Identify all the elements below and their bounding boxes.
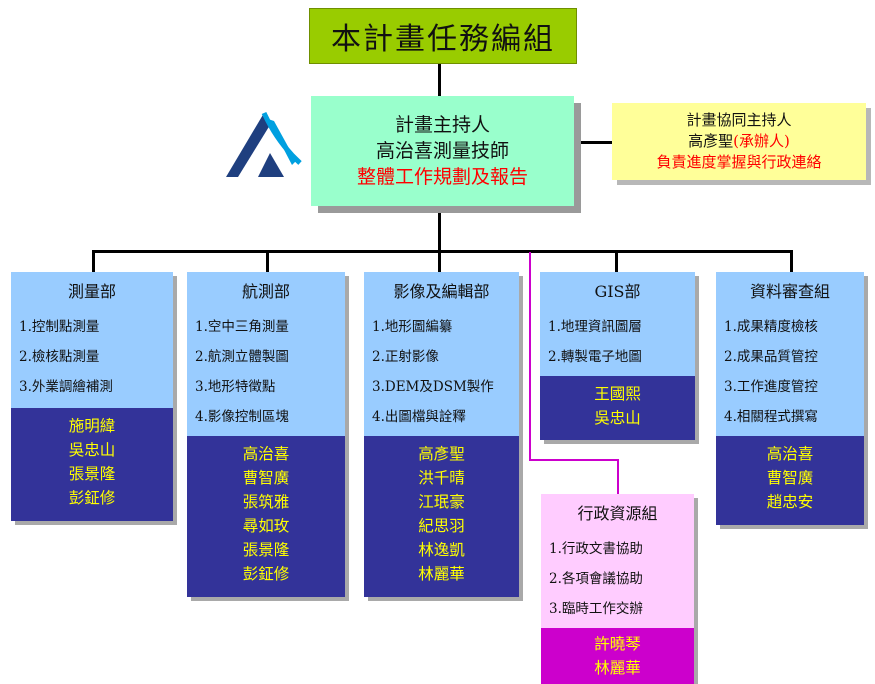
stylized-triangle-logo-icon: [226, 111, 302, 177]
task-item: 3.臨時工作交辦: [549, 601, 643, 617]
department-aerial-survey: 航測部 1.空中三角測量 2.航測立體製圖 3.地形特徵點 4.影像控制區塊 高…: [187, 272, 345, 597]
staff-name: 曹智廣: [766, 469, 814, 487]
staff-name: 尋如玫: [242, 517, 290, 535]
department-title: 行政資源組: [541, 494, 694, 534]
department-survey: 測量部 1.控制點測量 2.檢核點測量 3.外業調繪補測 施明緯 吳忠山 張景隆…: [11, 272, 173, 521]
staff-name: 高彥聖: [418, 445, 465, 463]
staff-name: 吳忠山: [594, 409, 641, 427]
staff-name: 高治喜: [766, 445, 814, 463]
staff-list: 施明緯 吳忠山 張景隆 彭鉦修: [11, 408, 173, 521]
task-list: 1.控制點測量 2.檢核點測量 3.外業調繪補測: [11, 312, 173, 408]
staff-name: 王國熙: [594, 385, 641, 403]
task-item: 3.DEM及DSM製作: [372, 379, 494, 395]
staff-name: 彭鉦修: [68, 489, 116, 507]
task-list: 1.行政文書協助 2.各項會議協助 3.臨時工作交辦: [541, 534, 694, 628]
task-item: 3.地形特徵點: [195, 379, 276, 395]
department-title: 資料審查組: [716, 272, 864, 312]
staff-name: 張景隆: [68, 465, 116, 483]
department-data-review: 資料審查組 1.成果精度檢核 2.成果品質管控 3.工作進度管控 4.相關程式撰…: [716, 272, 864, 525]
staff-list: 王國熙 吳忠山: [540, 376, 695, 440]
connector-title-pi: [438, 62, 441, 96]
staff-name: 曹智廣: [242, 469, 290, 487]
staff-name: 吳忠山: [68, 441, 116, 459]
co-pi-role: 計畫協同主持人: [686, 111, 792, 129]
task-list: 1.成果精度檢核 2.成果品質管控 3.工作進度管控 4.相關程式撰寫: [716, 312, 864, 436]
task-item: 2.成果品質管控: [724, 349, 818, 365]
pi-name: 高治喜測量技師: [375, 140, 509, 162]
staff-name: 張景隆: [242, 541, 290, 559]
staff-name: 彭鉦修: [242, 565, 290, 583]
task-item: 4.影像控制區塊: [195, 409, 289, 425]
staff-name: 施明緯: [68, 417, 116, 435]
admin-connector-drop: [617, 459, 619, 494]
staff-name: 洪千晴: [418, 469, 465, 487]
task-item: 3.工作進度管控: [724, 379, 818, 395]
task-item: 2.各項會議協助: [549, 571, 643, 587]
co-pi-note: (承辦人): [733, 132, 790, 150]
task-list: 1.地形圖編纂 2.正射影像 3.DEM及DSM製作 4.出圖檔與詮釋: [364, 312, 519, 436]
co-principal-investigator-box: 計畫協同主持人 高彥聖(承辦人) 負責進度掌握與行政連絡: [612, 103, 866, 180]
task-item: 1.地形圖編纂: [372, 319, 453, 335]
task-list: 1.地理資訊圖層 2.轉製電子地圖: [540, 312, 695, 376]
task-item: 1.空中三角測量: [195, 319, 289, 335]
department-imagery-editing: 影像及編輯部 1.地形圖編纂 2.正射影像 3.DEM及DSM製作 4.出圖檔與…: [364, 272, 519, 597]
task-item: 2.轉製電子地圖: [548, 349, 642, 365]
staff-name: 許曉琴: [594, 635, 641, 653]
connector-drop-2: [266, 250, 269, 272]
co-pi-name-line: 高彥聖(承辦人): [688, 131, 790, 152]
pi-role: 計畫主持人: [394, 114, 490, 136]
task-item: 2.航測立體製圖: [195, 349, 289, 365]
principal-investigator-box: 計畫主持人 高治喜測量技師 整體工作規劃及報告: [311, 96, 574, 206]
task-item: 1.行政文書協助: [549, 541, 643, 557]
department-title: 影像及編輯部: [364, 272, 519, 312]
connector-drop-5: [790, 250, 793, 272]
staff-list: 高治喜 曹智廣 趙忠安: [716, 436, 864, 525]
task-list: 1.空中三角測量 2.航測立體製圖 3.地形特徵點 4.影像控制區塊: [187, 312, 345, 436]
co-pi-name: 高彥聖: [688, 132, 734, 150]
staff-name: 紀思羽: [418, 517, 465, 535]
connector-horizontal-bus: [92, 250, 793, 253]
task-item: 4.相關程式撰寫: [724, 409, 818, 425]
staff-name: 林麗華: [418, 565, 465, 583]
staff-name: 林麗華: [594, 659, 641, 677]
connector-pi-bus: [438, 206, 441, 251]
task-item: 3.外業調繪補測: [19, 379, 113, 395]
staff-list: 許曉琴 林麗華: [541, 628, 694, 684]
staff-name: 林逸凱: [418, 541, 465, 559]
staff-name: 高治喜: [242, 445, 290, 463]
staff-name: 江珉豪: [418, 493, 465, 511]
department-admin-resources: 行政資源組 1.行政文書協助 2.各項會議協助 3.臨時工作交辦 許曉琴 林麗華: [541, 494, 694, 684]
task-item: 2.正射影像: [372, 349, 439, 365]
department-gis: GIS部 1.地理資訊圖層 2.轉製電子地圖 王國熙 吳忠山: [540, 272, 695, 440]
pi-duty: 整體工作規劃及報告: [356, 166, 528, 188]
task-item: 1.地理資訊圖層: [548, 319, 642, 335]
staff-list: 高彥聖 洪千晴 江珉豪 紀思羽 林逸凱 林麗華: [364, 436, 519, 597]
connector-drop-4: [615, 250, 618, 272]
admin-connector-vertical: [529, 252, 531, 460]
co-pi-duty: 負責進度掌握與行政連絡: [656, 153, 822, 171]
task-item: 1.控制點測量: [19, 319, 100, 335]
connector-drop-1: [92, 250, 95, 272]
connector-drop-3: [438, 250, 441, 272]
staff-name: 趙忠安: [766, 493, 814, 511]
task-item: 4.出圖檔與詮釋: [372, 409, 466, 425]
department-title: GIS部: [540, 272, 695, 312]
department-title: 測量部: [11, 272, 173, 312]
staff-name: 張筑雅: [242, 493, 290, 511]
task-item: 1.成果精度檢核: [724, 319, 818, 335]
connector-pi-copi: [574, 141, 612, 144]
staff-list: 高治喜 曹智廣 張筑雅 尋如玫 張景隆 彭鉦修: [187, 436, 345, 597]
department-title: 航測部: [187, 272, 345, 312]
admin-connector-horizontal: [529, 459, 619, 461]
chart-title: 本計畫任務編組: [309, 8, 577, 64]
task-item: 2.檢核點測量: [19, 349, 100, 365]
